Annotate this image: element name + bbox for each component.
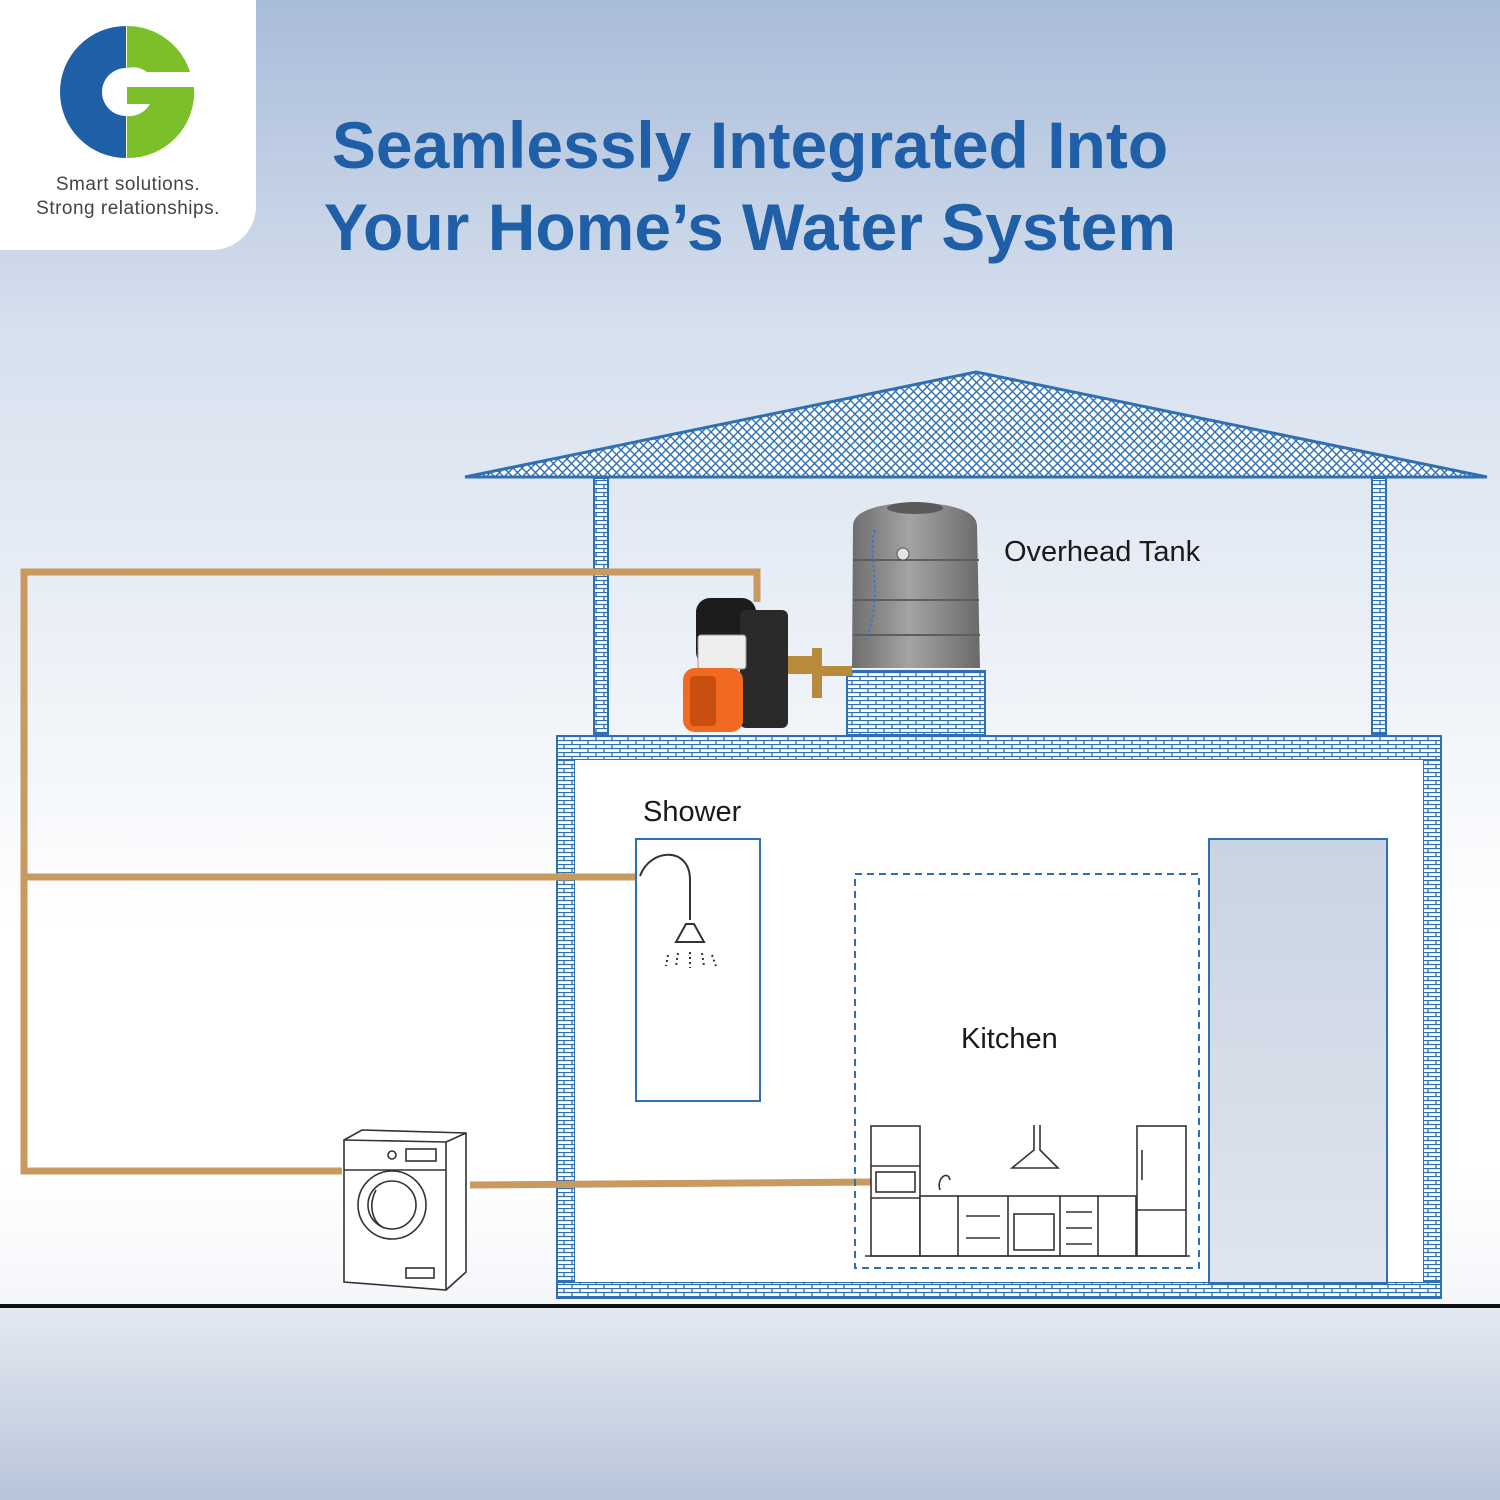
overhead-tank-label: Overhead Tank [1004, 536, 1201, 568]
cg-logo [60, 25, 195, 159]
shower-cubicle [635, 838, 761, 1102]
roof-pillar-right [1371, 477, 1387, 735]
tank-icon [852, 502, 980, 668]
page-title: Seamlessly Integrated Into Your Home’s W… [250, 104, 1250, 268]
washing-machine-icon [343, 1129, 467, 1291]
water-pipes [20, 568, 873, 1189]
roof [464, 370, 1488, 479]
shower-label: Shower [643, 796, 742, 828]
kitchen-label: Kitchen [961, 1023, 1058, 1055]
kitchen-area [854, 873, 1200, 1269]
tagline-line-2: Strong relationships. [36, 198, 220, 219]
tagline-line-1: Smart solutions. [55, 174, 201, 195]
tank-platform [846, 670, 986, 736]
logo-card: Smart solutions. Strong relationships. [0, 0, 256, 250]
pump-icon [683, 598, 852, 732]
logo-tagline: Smart solutions. Strong relationships. [0, 173, 256, 221]
roof-pillar-left [593, 477, 609, 735]
shower-icon [639, 853, 717, 968]
title-line-1: Seamlessly Integrated Into [331, 108, 1169, 182]
kitchen-icon [865, 1125, 1190, 1257]
title-line-2: Your Home’s Water System [323, 190, 1177, 264]
door [1208, 838, 1388, 1284]
